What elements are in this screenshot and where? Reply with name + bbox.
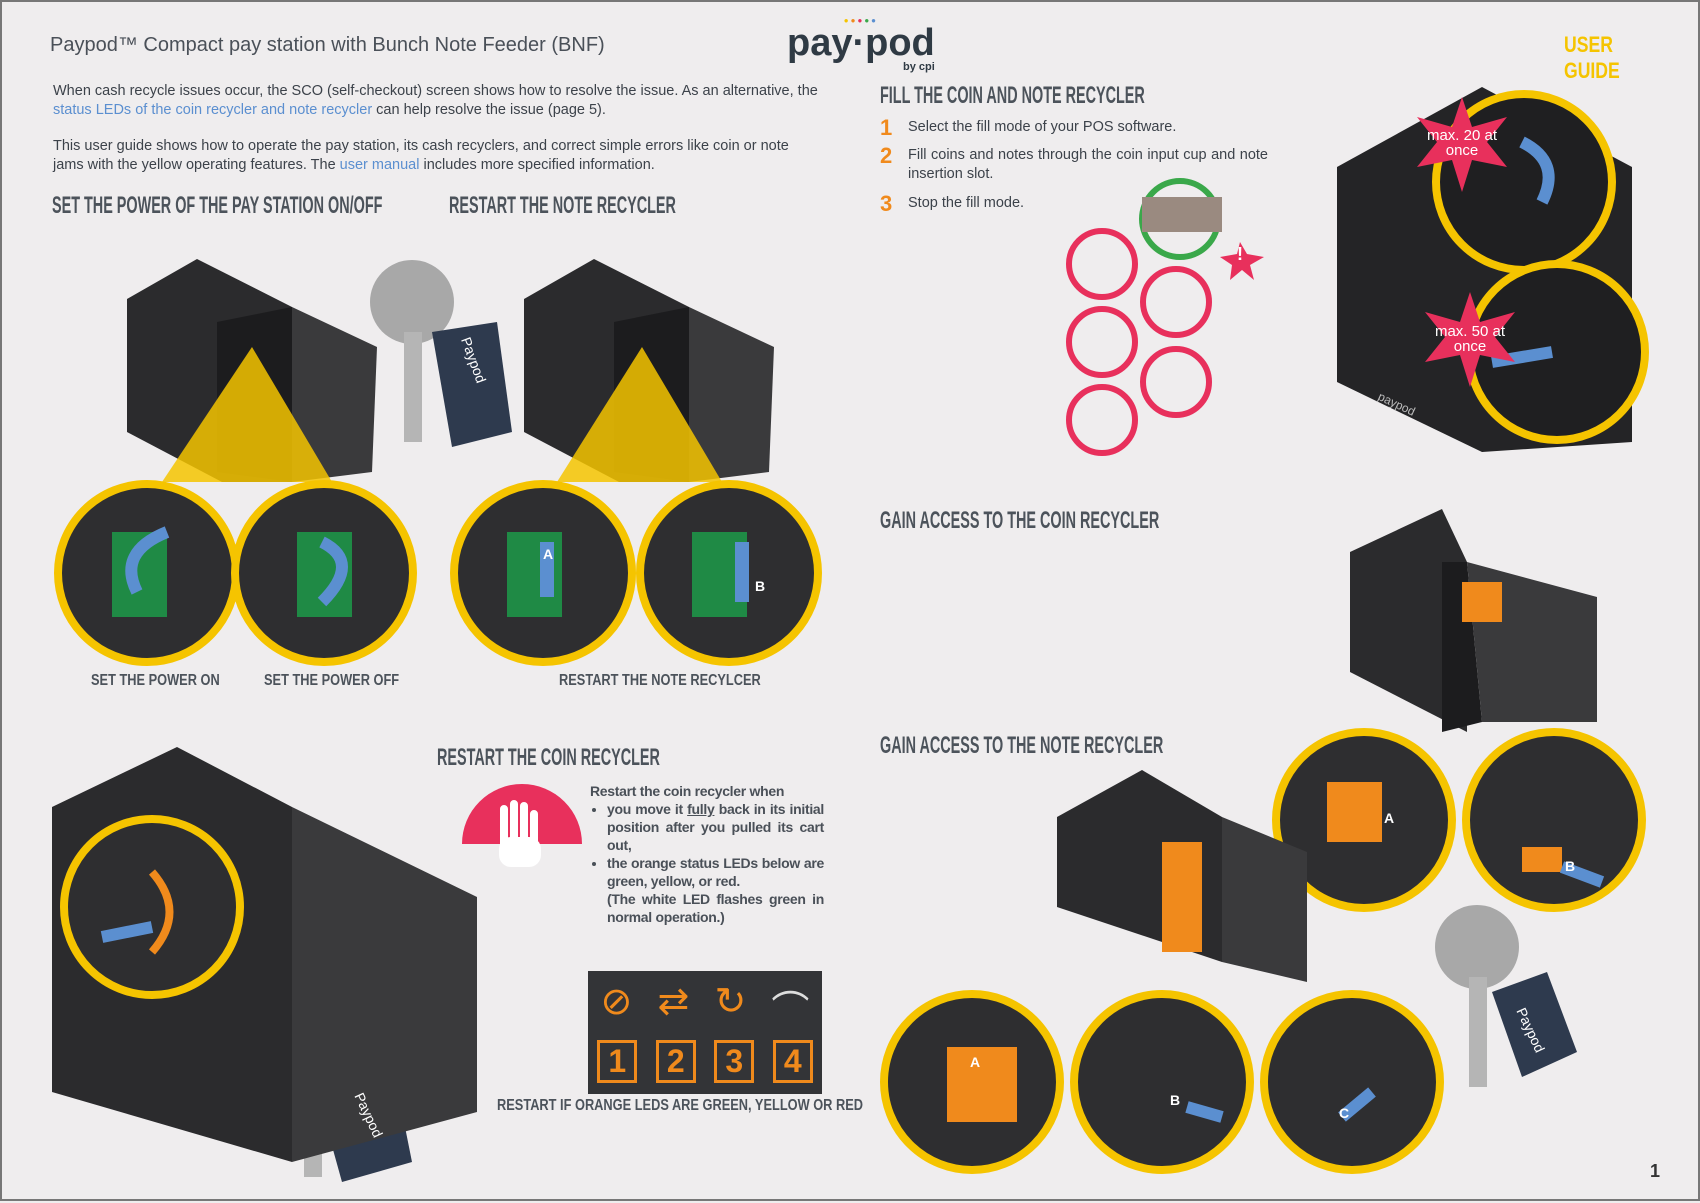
logo-text: pay·pod xyxy=(787,22,935,64)
label-b: B xyxy=(1565,858,1576,874)
coin-restart-instructions: Restart the coin recycler when you move … xyxy=(590,782,824,926)
power-on-caption: SET THE POWER ON xyxy=(91,672,220,689)
step-text: Stop the fill mode. xyxy=(908,195,1025,211)
status-leds-link[interactable]: status LEDs of the coin recycler and not… xyxy=(53,102,373,118)
bullet-text: the orange status LEDs below are green, … xyxy=(607,855,824,889)
logo-dots: ●●●●● xyxy=(843,16,878,25)
power-heading: SET THE POWER OF THE PAY STATION ON/OFF xyxy=(52,192,383,219)
led-icons-row: ⊘ ⇄ ↻ ⌒ xyxy=(588,979,822,1034)
warning-exclaim: ! xyxy=(1237,244,1243,264)
fill-heading: FILL THE COIN AND NOTE RECYCLER xyxy=(880,82,1145,109)
label-b: B xyxy=(755,578,766,594)
pay-station-illustration-coin-access xyxy=(1272,509,1646,912)
stop-hand-icon xyxy=(462,784,582,867)
intro-text: includes more specified information. xyxy=(419,157,655,173)
bullet-text: you move it xyxy=(607,801,688,817)
pay-station-illustration-coin-restart xyxy=(52,747,477,1162)
fill-step-2: 2 Fill coins and notes through the coin i… xyxy=(880,143,1270,184)
key-illustration-top xyxy=(370,260,512,447)
note-restart-caption: RESTART THE NOTE RECYLCER xyxy=(559,672,761,689)
document-title: Paypod™ Compact pay station with Bunch N… xyxy=(50,34,605,56)
step-text: Fill coins and notes through the coin in… xyxy=(908,147,1268,182)
step-number: 2 xyxy=(880,143,893,168)
intro-text: When cash recycle issues occur, the SCO … xyxy=(53,83,818,99)
power-off-caption: SET THE POWER OFF xyxy=(264,672,400,689)
label-a: A xyxy=(970,1054,981,1070)
led-caption: RESTART IF ORANGE LEDS ARE GREEN, YELLOW… xyxy=(497,1097,864,1114)
label-a: A xyxy=(543,546,554,562)
bullet-text: back in its initial position after you p… xyxy=(607,801,824,853)
led-1: 1 xyxy=(597,1040,638,1083)
user-manual-link[interactable]: user manual xyxy=(339,157,420,173)
label-c: C xyxy=(1339,1105,1350,1121)
key-illustration-note xyxy=(1435,905,1577,1087)
intro-paragraph-2: This user guide shows how to operate the… xyxy=(53,137,823,175)
paypod-logo: ●●●●● pay·pod by cpi xyxy=(787,16,935,73)
zoom-circle-power-off xyxy=(231,480,417,666)
bullet-emphasis: fully xyxy=(687,801,715,817)
step-text: Select the fill mode of your POS softwar… xyxy=(908,119,1177,135)
step-number: 1 xyxy=(880,115,893,140)
exchange-icon: ⇄ xyxy=(657,981,690,1023)
fill-step-3: 3 Stop the fill mode. xyxy=(880,191,1270,216)
led-4: 4 xyxy=(772,1040,813,1083)
zoom-circle-power-on xyxy=(54,480,240,666)
intro-text: can help resolve the issue (page 5). xyxy=(372,102,606,118)
led-2: 2 xyxy=(655,1040,696,1083)
user-guide-label: USER GUIDE xyxy=(1564,32,1620,83)
check-icon: ⊘ xyxy=(600,981,633,1023)
coin-restart-intro: Restart the coin recycler when xyxy=(590,783,785,799)
pay-station-illustration-fill xyxy=(1337,87,1649,452)
note-limit-star: max. 50 at once xyxy=(1434,323,1506,355)
label-b: B xyxy=(1170,1092,1181,1108)
label-a: A xyxy=(1384,810,1395,826)
pay-station-illustration-note-access xyxy=(880,770,1444,1174)
coin-limit-star: max. 20 at once xyxy=(1426,127,1498,159)
note-access-heading: GAIN ACCESS TO THE NOTE RECYCLER xyxy=(880,732,1164,759)
banknote-dos-and-donts-illustration xyxy=(1066,178,1264,456)
step-number: 3 xyxy=(880,191,893,216)
led-3: 3 xyxy=(714,1040,755,1083)
refresh-icon: ↻ xyxy=(714,981,747,1023)
logo-sub: by cpi xyxy=(902,61,935,73)
fill-step-1: 1 Select the fill mode of your POS softwa… xyxy=(880,115,1270,140)
zoom-circle-note-restart-a xyxy=(450,480,636,666)
coin-restart-note: (The white LED flashes green in normal o… xyxy=(607,891,824,925)
note-restart-heading: RESTART THE NOTE RECYCLER xyxy=(449,192,676,219)
pulse-icon: ⌒ xyxy=(771,990,810,1032)
coin-restart-heading: RESTART THE COIN RECYCLER xyxy=(437,744,660,771)
intro-paragraph-1: When cash recycle issues occur, the SCO … xyxy=(53,82,823,120)
coin-restart-bullet: you move it fully back in its initial po… xyxy=(607,800,824,854)
page-number: 1 xyxy=(1650,1161,1661,1181)
coin-restart-bullet: the orange status LEDs below are green, … xyxy=(607,854,824,890)
zoom-circle-note-restart-b xyxy=(636,480,822,666)
coin-access-heading: GAIN ACCESS TO THE COIN RECYCLER xyxy=(880,507,1160,534)
led-numbers-row: 1 2 3 4 xyxy=(588,1040,822,1083)
intro-text: This user guide shows how to operate the… xyxy=(53,138,789,173)
status-led-panel: ⊘ ⇄ ↻ ⌒ 1 2 3 4 xyxy=(588,971,822,1094)
